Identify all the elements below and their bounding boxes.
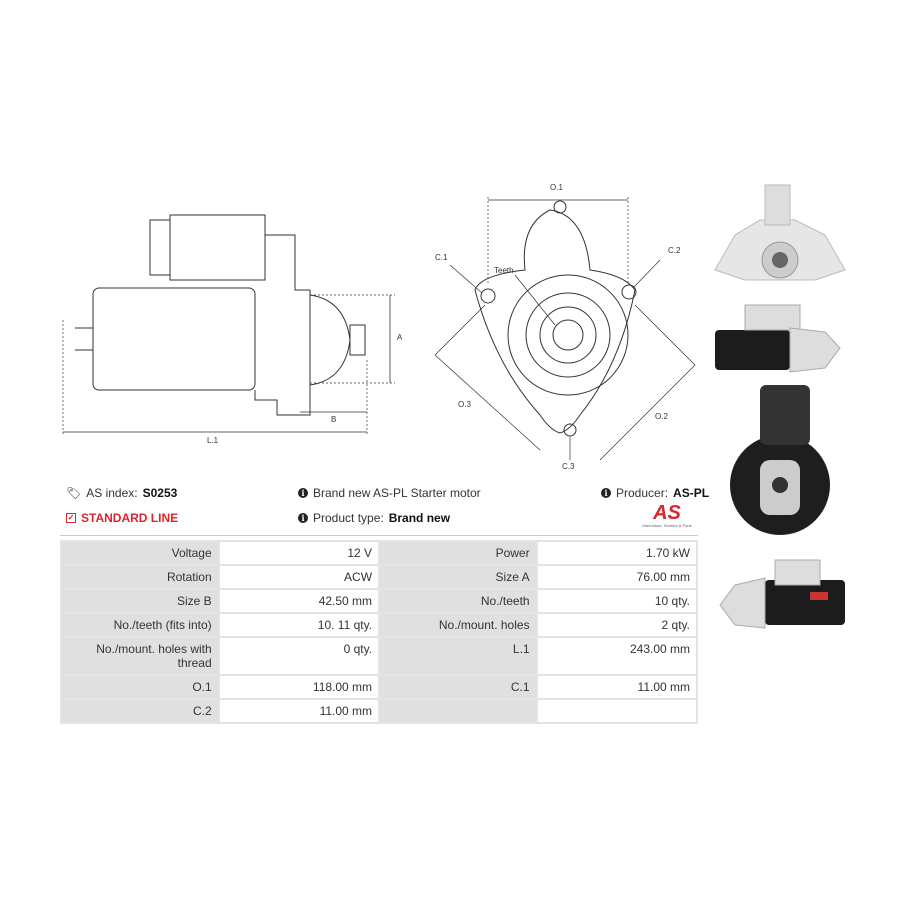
- checkbox-icon: ✓: [66, 513, 76, 523]
- photo-front: [714, 184, 846, 281]
- spec-label: No./mount. holes: [378, 612, 538, 638]
- spec-value: 10 qty.: [535, 588, 699, 614]
- producer-label: Producer:: [616, 486, 669, 500]
- spec-label: Power: [378, 540, 538, 566]
- dim-l1-label: L.1: [207, 436, 219, 445]
- spec-value: 0 qty.: [217, 636, 381, 676]
- teeth-label: Teeth: [494, 266, 514, 275]
- info-icon: i: [298, 488, 308, 498]
- spec-value: 76.00 mm: [535, 564, 699, 590]
- as-index: 🏷︎ AS index: S0253: [66, 486, 177, 500]
- info-icon: i: [298, 513, 308, 523]
- spec-value: 118.00 mm: [217, 674, 381, 700]
- logo-tagline: Alternators, Starters & Parts: [642, 523, 692, 528]
- dim-a-label: A: [397, 333, 403, 342]
- spec-label: L.1: [378, 636, 538, 676]
- spec-value: 1.70 kW: [535, 540, 699, 566]
- dim-c3-label: C.3: [562, 462, 575, 471]
- product-type-value: Brand new: [388, 511, 451, 525]
- photo-angle: [719, 559, 845, 629]
- spec-value: 11.00 mm: [217, 698, 381, 724]
- dim-o1-label: O.1: [550, 183, 563, 192]
- as-pl-logo: AS Alternators, Starters & Parts: [636, 503, 698, 528]
- spec-value: [535, 698, 699, 724]
- standard-line-label: STANDARD LINE: [81, 511, 179, 525]
- spec-label: Voltage: [60, 540, 220, 566]
- flange-outline: [474, 209, 636, 434]
- spec-value: 2 qty.: [535, 612, 699, 638]
- spec-label: C.1: [378, 674, 538, 700]
- spec-label: O.1: [60, 674, 220, 700]
- product-type: i Product type: Brand new: [298, 511, 450, 525]
- description-text: Brand new AS-PL Starter motor: [313, 486, 481, 500]
- spec-value: 42.50 mm: [217, 588, 381, 614]
- product-photos: [714, 184, 846, 629]
- dim-b-label: B: [331, 415, 336, 424]
- spec-label: Size B: [60, 588, 220, 614]
- front-view-drawing: O.1 C.1 C.2 C.3 O.3 O.2 Teeth: [434, 183, 696, 471]
- spec-label: No./teeth (fits into): [60, 612, 220, 638]
- dim-c2-label: C.2: [668, 246, 681, 255]
- spec-value: 243.00 mm: [535, 636, 699, 676]
- photo-side: [715, 304, 841, 373]
- spec-label: C.2: [60, 698, 220, 724]
- spec-value: 11.00 mm: [535, 674, 699, 700]
- motor-body-outline: [92, 287, 256, 391]
- spec-label: Size A: [378, 564, 538, 590]
- dim-o2-label: O.2: [655, 412, 668, 421]
- dim-o3-label: O.3: [458, 400, 471, 409]
- logo-mark: AS: [653, 502, 681, 524]
- solenoid-outline: [169, 214, 266, 281]
- spec-label: Rotation: [60, 564, 220, 590]
- producer-value: AS-PL: [673, 486, 710, 500]
- standard-line-badge: ✓ STANDARD LINE: [66, 511, 178, 525]
- spec-label: No./mount. holes with thread: [60, 636, 220, 676]
- info-icon: i: [601, 488, 611, 498]
- as-index-label: AS index:: [86, 486, 138, 500]
- divider: [60, 535, 698, 536]
- side-view-drawing: A B L.1: [62, 214, 403, 445]
- photo-rear: [730, 385, 830, 535]
- dim-c1-label: C.1: [435, 253, 448, 262]
- spec-label: [378, 698, 538, 724]
- spec-value: 12 V: [217, 540, 381, 566]
- description: i Brand new AS-PL Starter motor: [298, 486, 481, 500]
- spec-label: No./teeth: [378, 588, 538, 614]
- producer: i Producer: AS-PL: [601, 486, 709, 500]
- as-index-value: S0253: [142, 486, 178, 500]
- spec-value: ACW: [217, 564, 381, 590]
- table-row: No./teeth (fits into)10. 11 qty.No./moun…: [60, 612, 699, 638]
- spec-value: 10. 11 qty.: [217, 612, 381, 638]
- tag-icon: 🏷︎: [66, 486, 82, 500]
- product-type-label: Product type:: [313, 511, 384, 525]
